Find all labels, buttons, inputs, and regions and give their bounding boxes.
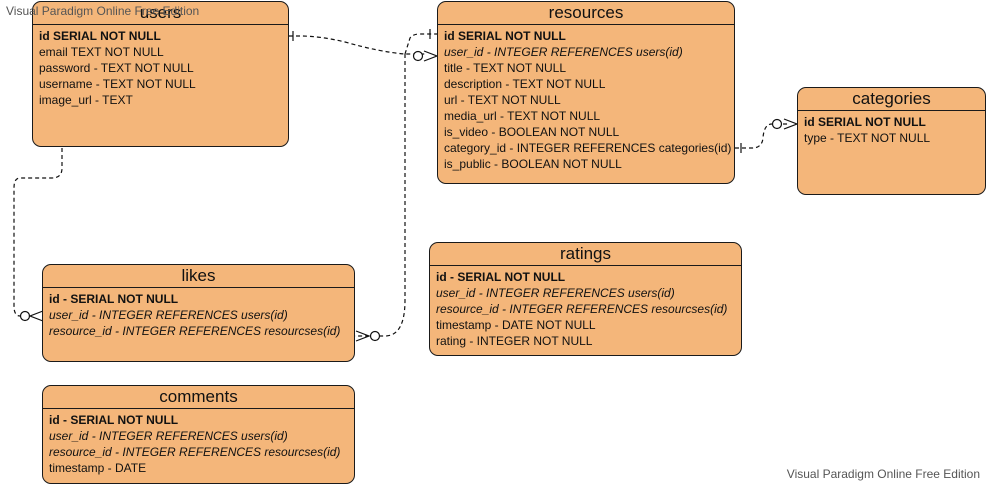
primary-key-column: id SERIAL NOT NULL [39, 29, 161, 43]
entity-columns: id SERIAL NOT NULL user_id - INTEGER REFE… [438, 25, 734, 172]
entity-categories[interactable]: categories id SERIAL NOT NULL type - TEXT… [797, 87, 986, 195]
foreign-key-column: resource_id - INTEGER REFERENCES resourc… [436, 302, 728, 316]
entity-ratings[interactable]: ratings id - SERIAL NOT NULL user_id - IN… [429, 242, 742, 356]
column: email TEXT NOT NULL [39, 45, 164, 59]
entity-columns: id - SERIAL NOT NULL user_id - INTEGER RE… [43, 409, 354, 476]
watermark-top: Visual Paradigm Online Free Edition [6, 4, 200, 18]
entity-title: resources [438, 2, 734, 25]
column: is_video - BOOLEAN NOT NULL [444, 125, 620, 139]
entity-title: likes [43, 265, 354, 288]
entity-title: categories [798, 88, 985, 111]
foreign-key-column: user_id - INTEGER REFERENCES users(id) [49, 308, 288, 322]
primary-key-column: id - SERIAL NOT NULL [436, 270, 566, 284]
entity-title: comments [43, 386, 354, 409]
column: title - TEXT NOT NULL [444, 61, 567, 75]
entity-columns: id SERIAL NOT NULL email TEXT NOT NULL pas… [33, 25, 288, 108]
column: image_url - TEXT [39, 93, 133, 107]
entity-title: ratings [430, 243, 741, 266]
entity-columns: id - SERIAL NOT NULL user_id - INTEGER RE… [43, 288, 354, 339]
foreign-key-column: resource_id - INTEGER REFERENCES resourc… [49, 445, 341, 459]
primary-key-column: id - SERIAL NOT NULL [49, 292, 179, 306]
relationship-users-resources[interactable] [289, 29, 439, 62]
column: username - TEXT NOT NULL [39, 77, 196, 91]
foreign-key-column: user_id - INTEGER REFERENCES users(id) [49, 429, 288, 443]
entity-comments[interactable]: comments id - SERIAL NOT NULL user_id - I… [42, 385, 355, 484]
primary-key-column: id SERIAL NOT NULL [804, 115, 926, 129]
column: password - TEXT NOT NULL [39, 61, 194, 75]
primary-key-column: id SERIAL NOT NULL [444, 29, 566, 43]
primary-key-column: id - SERIAL NOT NULL [49, 413, 179, 427]
entity-users[interactable]: users id SERIAL NOT NULL email TEXT NOT N… [32, 1, 289, 147]
column: media_url - TEXT NOT NULL [444, 109, 601, 123]
foreign-key-column: user_id - INTEGER REFERENCES users(id) [436, 286, 675, 300]
column: rating - INTEGER NOT NULL [436, 334, 593, 348]
relationship-resources-likes[interactable] [355, 54, 406, 342]
entity-columns: id SERIAL NOT NULL type - TEXT NOT NULL [798, 111, 985, 146]
relationship-categories-resources[interactable] [735, 118, 799, 153]
watermark-bottom: Visual Paradigm Online Free Edition [786, 467, 980, 481]
column: timestamp - DATE NOT NULL [436, 318, 596, 332]
entity-resources[interactable]: resources id SERIAL NOT NULL user_id - IN… [437, 1, 735, 184]
column: type - TEXT NOT NULL [804, 131, 931, 145]
column: category_id - INTEGER REFERENCES categor… [444, 141, 732, 155]
column: description - TEXT NOT NULL [444, 77, 606, 91]
foreign-key-column: resource_id - INTEGER REFERENCES resourc… [49, 324, 341, 338]
entity-title: users [33, 2, 288, 25]
column: url - TEXT NOT NULL [444, 93, 561, 107]
column: is_public - BOOLEAN NOT NULL [444, 157, 622, 171]
entity-likes[interactable]: likes id - SERIAL NOT NULL user_id - INTE… [42, 264, 355, 362]
entity-columns: id - SERIAL NOT NULL user_id - INTEGER RE… [430, 266, 741, 349]
column: timestamp - DATE [49, 461, 147, 475]
foreign-key-column: user_id - INTEGER REFERENCES users(id) [444, 45, 683, 59]
